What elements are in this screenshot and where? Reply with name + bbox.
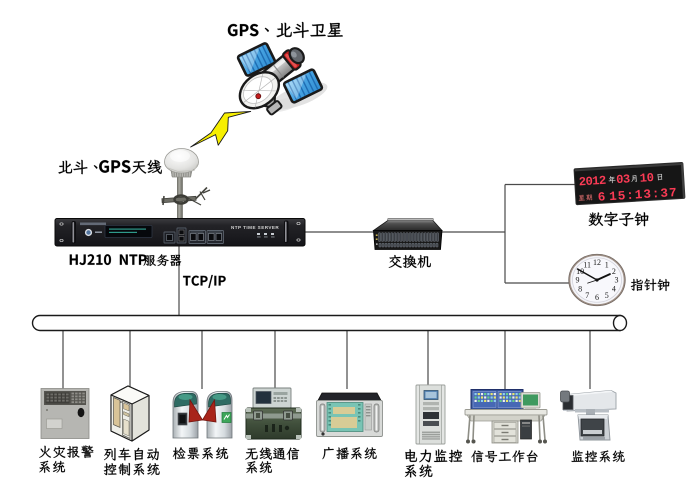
- svg-text:12: 12: [593, 258, 601, 267]
- svg-text:1: 1: [605, 260, 609, 269]
- svg-text:3: 3: [615, 276, 619, 285]
- svg-text:11: 11: [583, 260, 591, 269]
- svg-text:2012: 2012: [578, 174, 606, 190]
- svg-text:NTP TIME SERVER: NTP TIME SERVER: [231, 225, 279, 230]
- svg-text:5: 5: [605, 291, 609, 300]
- svg-text:9: 9: [576, 276, 580, 285]
- svg-text:7: 7: [585, 291, 589, 300]
- svg-text:2: 2: [612, 267, 616, 276]
- svg-text:15:13:37: 15:13:37: [609, 186, 678, 204]
- svg-text:10: 10: [639, 171, 654, 186]
- svg-text:03: 03: [616, 172, 631, 187]
- svg-text:8: 8: [578, 284, 582, 293]
- svg-text:4: 4: [612, 284, 616, 293]
- svg-text:6: 6: [595, 293, 599, 302]
- svg-text:6: 6: [597, 190, 605, 204]
